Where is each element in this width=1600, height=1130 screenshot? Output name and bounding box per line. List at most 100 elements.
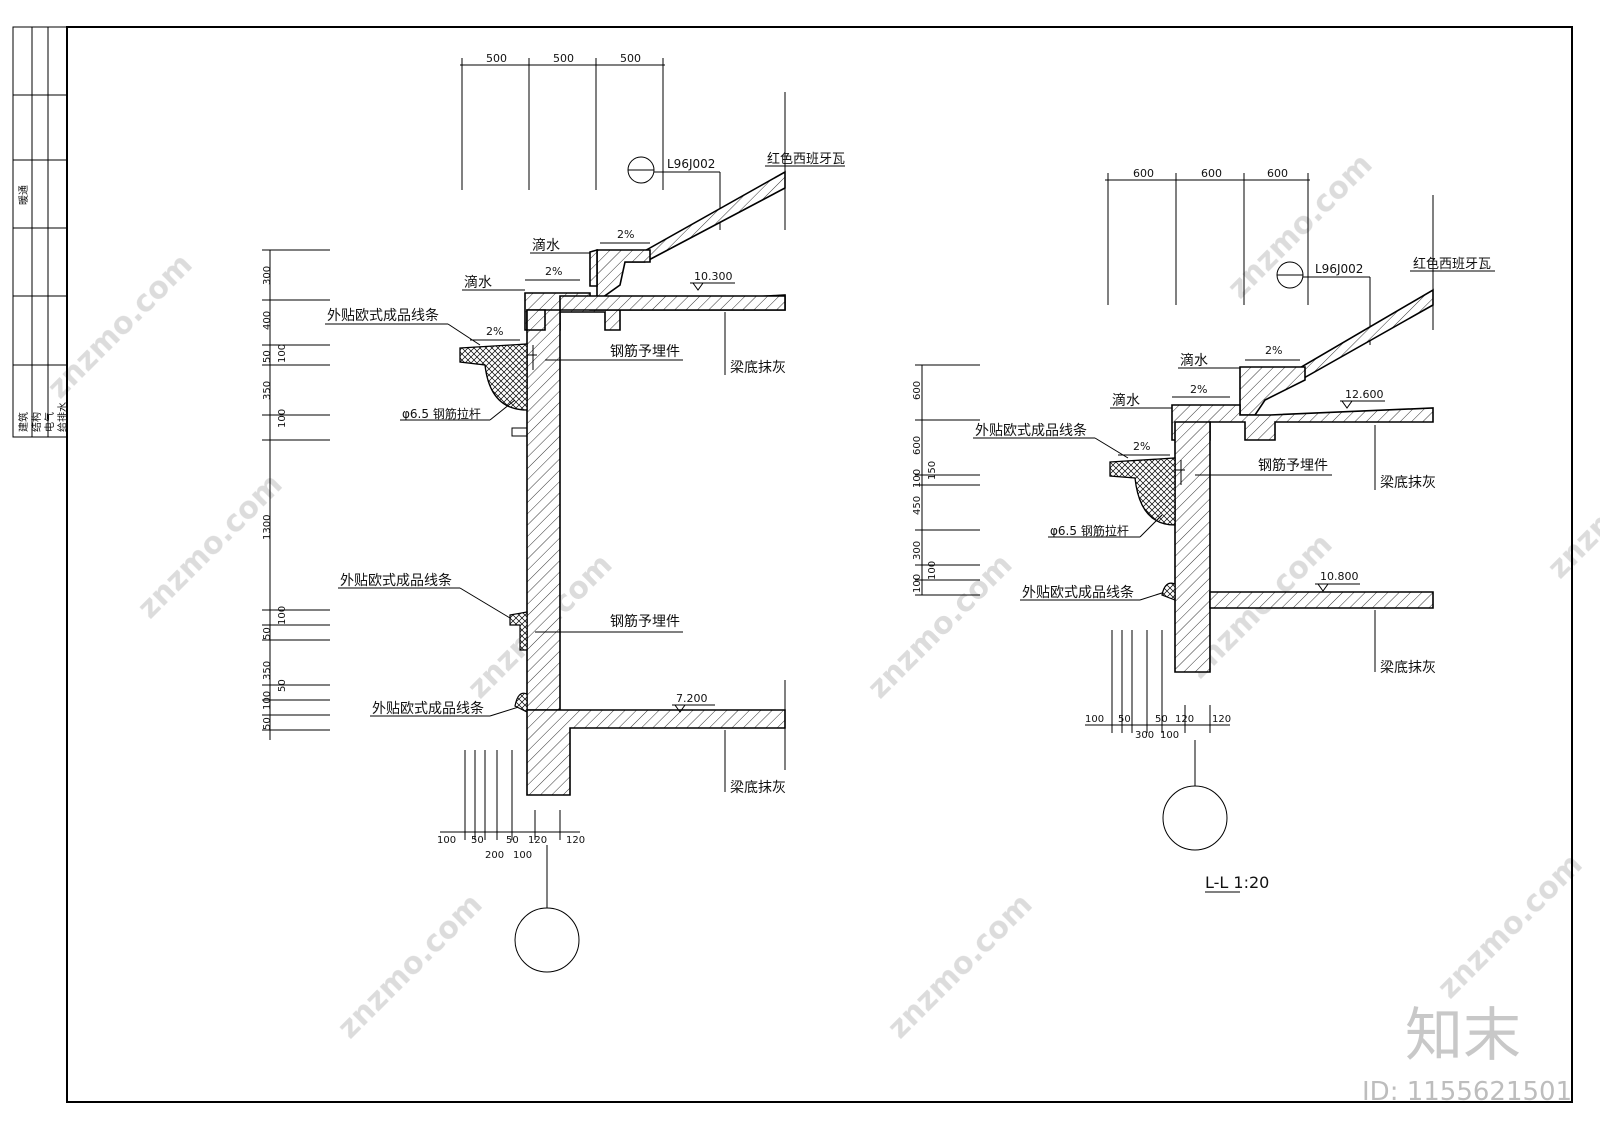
title-block: 暖通 建筑 结构 电气 给排水 bbox=[12, 26, 69, 438]
right-section-circle bbox=[1162, 785, 1228, 851]
left-side-dim: 50 bbox=[262, 350, 273, 363]
drip-ledge-upper bbox=[589, 248, 598, 287]
discipline-4: 给排水 bbox=[56, 402, 69, 432]
discipline-1: 建筑 bbox=[17, 412, 30, 432]
left-molding-label-2: 外贴欧式成品线条 bbox=[340, 572, 452, 589]
left-bottom-dimensions: 100 50 50 120 120 200 100 bbox=[437, 750, 585, 973]
watermark-site: znzmo.com bbox=[1221, 147, 1380, 306]
left-top-dim: 500 bbox=[486, 52, 507, 65]
left-side-dim: 100 bbox=[262, 691, 273, 710]
right-bottom-dim: 300 bbox=[1135, 730, 1154, 741]
right-bottom-dim: 100 bbox=[1160, 730, 1179, 741]
right-bottom-dimensions: 100 50 50 120 120 300 100 bbox=[1085, 630, 1231, 851]
drawing-frame bbox=[66, 26, 1573, 1103]
right-side-dim: 600 bbox=[912, 436, 923, 455]
watermark-site: znzmo.com bbox=[1541, 427, 1600, 586]
left-tile-label: 红色西班牙瓦 bbox=[767, 151, 845, 167]
left-molding-label-1: 外贴欧式成品线条 bbox=[327, 307, 439, 324]
right-embed-label: 钢筋予埋件 bbox=[1258, 457, 1328, 474]
left-bottom-dim: 100 bbox=[437, 835, 456, 846]
right-beam-label-2: 梁底抹灰 bbox=[1380, 660, 1436, 676]
left-top-dim: 500 bbox=[553, 52, 574, 65]
left-side-dim: 350 bbox=[262, 381, 273, 400]
left-slope-2: 2% bbox=[545, 265, 562, 278]
left-section-circle bbox=[514, 907, 580, 973]
elev-bottom-right: 10.800 bbox=[1320, 570, 1359, 583]
right-tile-label: 红色西班牙瓦 bbox=[1413, 256, 1491, 272]
discipline-3: 电气 bbox=[43, 412, 56, 432]
roof-slab bbox=[621, 170, 786, 263]
left-bottom-dim: 200 bbox=[485, 850, 504, 861]
right-side-dim: 450 bbox=[912, 496, 923, 515]
right-side-dim: 100 bbox=[912, 469, 923, 488]
left-beam-label-1: 梁底抹灰 bbox=[730, 360, 786, 376]
right-bottom-dim: 120 bbox=[1212, 714, 1231, 725]
right-slope-1: 2% bbox=[1265, 344, 1282, 357]
lower-molding bbox=[514, 692, 528, 713]
left-bottom-dim: 50 bbox=[471, 835, 484, 846]
left-side-dim: 400 bbox=[262, 311, 273, 330]
id-watermark: ID: 1155621501 bbox=[1362, 1077, 1572, 1107]
right-bottom-dim: 120 bbox=[1175, 714, 1194, 725]
rod-anchor bbox=[511, 427, 528, 437]
upper-molding bbox=[459, 343, 528, 411]
brand-watermark: 知末 bbox=[1405, 1001, 1521, 1069]
right-side-dim: 300 bbox=[912, 541, 923, 560]
left-slope-3: 2% bbox=[486, 325, 503, 338]
right-molding-label-1: 外贴欧式成品线条 bbox=[975, 422, 1087, 439]
left-side-dim: 100 bbox=[277, 409, 288, 428]
middle-molding bbox=[509, 611, 528, 651]
roof-beam bbox=[559, 295, 786, 311]
left-side-dimensions: 300 400 50 100 350 100 1300 50 100 350 5… bbox=[262, 249, 330, 740]
floor-slab bbox=[526, 709, 786, 796]
right-bottom-dim: 50 bbox=[1118, 714, 1131, 725]
left-bottom-dim: 120 bbox=[528, 835, 547, 846]
right-side-dim: 150 bbox=[927, 461, 938, 480]
left-bottom-dim: 100 bbox=[513, 850, 532, 861]
right-side-dimensions: 600 600 100 150 450 300 100 100 bbox=[912, 364, 980, 596]
watermark-site: znzmo.com bbox=[131, 467, 290, 626]
watermark-site: znzmo.com bbox=[861, 547, 1020, 706]
elev-top-left: 10.300 bbox=[694, 270, 733, 283]
left-side-dim: 1300 bbox=[262, 515, 273, 540]
left-beam-label-2: 梁底抹灰 bbox=[730, 780, 786, 796]
section-title: L-L 1:20 bbox=[1205, 873, 1269, 892]
left-side-dim: 50 bbox=[277, 679, 288, 692]
left-side-dim: 100 bbox=[277, 606, 288, 625]
left-detail: 500 500 500 L96J002 红色西班牙瓦 10.300 2% 滴水 … bbox=[262, 52, 845, 973]
cornice-block bbox=[1171, 404, 1434, 441]
left-side-dim: 50 bbox=[262, 627, 273, 640]
right-ref-code: L96J002 bbox=[1315, 262, 1363, 276]
watermark-site: znzmo.com bbox=[331, 887, 490, 1046]
right-rod-label: φ6.5 钢筋拉杆 bbox=[1050, 523, 1129, 538]
elev-top-right: 12.600 bbox=[1345, 388, 1384, 401]
right-side-dim: 100 bbox=[912, 574, 923, 593]
right-drip-1: 滴水 bbox=[1180, 352, 1208, 369]
right-beam-label-1: 梁底抹灰 bbox=[1380, 475, 1436, 491]
lower-molding bbox=[1161, 582, 1176, 601]
left-top-dimensions: 500 500 500 bbox=[460, 52, 665, 190]
discipline-2: 结构 bbox=[30, 412, 43, 432]
right-top-dim: 600 bbox=[1201, 167, 1222, 180]
wall-section bbox=[1174, 421, 1211, 673]
right-detail: 600 600 600 L96J002 红色西班牙瓦 12.600 2% 滴水 … bbox=[912, 167, 1495, 893]
left-side-dim: 100 bbox=[277, 344, 288, 363]
upper-molding bbox=[1109, 457, 1176, 526]
left-embed-label-2: 钢筋予埋件 bbox=[610, 613, 680, 630]
right-side-dim: 600 bbox=[912, 381, 923, 400]
left-side-dim: 350 bbox=[262, 661, 273, 680]
wall-section bbox=[526, 309, 561, 711]
right-top-dim: 600 bbox=[1133, 167, 1154, 180]
left-bottom-dim: 120 bbox=[566, 835, 585, 846]
left-top-dim: 500 bbox=[620, 52, 641, 65]
right-side-dim: 100 bbox=[927, 561, 938, 580]
wall-upper-lip bbox=[526, 309, 546, 331]
left-side-dim: 300 bbox=[262, 266, 273, 285]
left-drip-2: 滴水 bbox=[464, 274, 492, 291]
floor-slab bbox=[1209, 591, 1434, 609]
left-embed-label-1: 钢筋予埋件 bbox=[610, 343, 680, 360]
title-block-top-label: 暖通 bbox=[17, 185, 30, 205]
left-bottom-dim: 50 bbox=[506, 835, 519, 846]
left-slope-1: 2% bbox=[617, 228, 634, 241]
